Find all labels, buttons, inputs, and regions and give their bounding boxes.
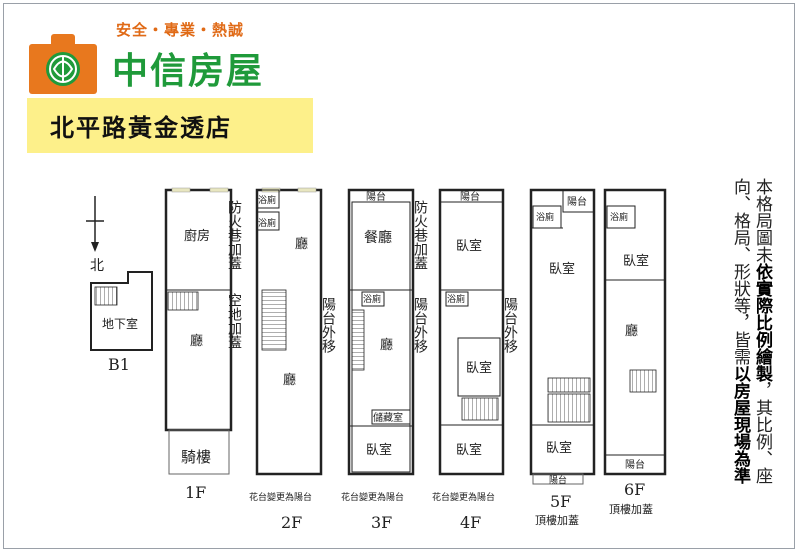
floor-note: 防火巷加蓋 (412, 200, 428, 270)
floor-label-3f: 3F (371, 513, 392, 532)
room-label: 臥室 (456, 238, 482, 254)
room-label: 廳 (625, 323, 638, 339)
floor-footnote: 花台變更為陽台 (341, 491, 404, 503)
room-label: 廳 (190, 333, 203, 349)
room-label: 餐廳 (364, 229, 392, 246)
floor-3f: 陽台 餐廳 浴廁 廳 儲藏室 臥室 花台變更為陽台 3F (341, 188, 415, 532)
room-label: 廳 (295, 236, 308, 252)
floor-note: 防火巷加蓋 (226, 200, 242, 270)
floor-b1: 地下室 B1 (90, 271, 153, 374)
floor-label-5f: 5F (550, 492, 571, 511)
room-label: 臥室 (466, 360, 492, 376)
branch-banner (27, 98, 313, 153)
room-label: 廳 (283, 372, 296, 388)
floor-2f: 浴廁 浴廁 廳 廳 花台變更為陽台 2F (249, 187, 323, 532)
room-label: 浴廁 (610, 211, 628, 223)
floor-note: 陽台外移 (502, 297, 518, 353)
disclaimer-col-2: 向、格局、形狀等，皆需以房屋現場為準 (730, 178, 750, 484)
floor-footnote: 頂樓加蓋 (609, 502, 653, 516)
floor-footnote: 花台變更為陽台 (432, 491, 495, 503)
floor-label-4f: 4F (460, 513, 481, 532)
room-label: 陽台 (366, 190, 386, 203)
company-logo-icon (29, 34, 97, 94)
room-label: 臥室 (456, 442, 482, 458)
floor-label-6f: 6F (624, 480, 645, 499)
branch-name: 北平路黃金透店 (50, 114, 232, 142)
room-label: 陽台 (549, 474, 567, 486)
room-label: 浴廁 (258, 217, 276, 229)
floor-note: 陽台外移 (320, 297, 336, 353)
room-label: 儲藏室 (373, 411, 403, 424)
floor-label-1f: 1F (185, 483, 206, 502)
page-frame (3, 3, 795, 549)
room-label: 臥室 (549, 261, 575, 277)
north-arrow-icon (86, 196, 104, 252)
floor-4f: 陽台 臥室 浴廁 臥室 臥室 花台變更為陽台 4F (432, 188, 505, 532)
floor-label-b1: B1 (108, 355, 130, 374)
floor-5f: 陽台 浴廁 臥室 臥室 陽台 5F 頂樓加蓋 (529, 188, 596, 527)
room-label: 陽台 (567, 195, 587, 208)
floor-note: 陽台外移 (412, 297, 428, 353)
room-label: 廳 (380, 337, 393, 353)
floor-footnote: 花台變更為陽台 (249, 491, 312, 503)
room-label: 廚房 (184, 228, 210, 244)
floor-1f: 廚房 廳 騎樓 1F (164, 187, 233, 502)
brand-slogan: 安全・專業・熱誠 (116, 21, 245, 39)
floor-label-2f: 2F (281, 513, 302, 532)
brand-name: 中信房屋 (112, 51, 265, 92)
room-label: 臥室 (546, 440, 572, 456)
room-label: 陽台 (460, 190, 480, 203)
room-label: 騎樓 (181, 448, 211, 466)
room-label: 陽台 (625, 458, 645, 471)
brand-header (27, 19, 327, 97)
disclaimer-col-1: 本格局圖未依實際比例繪製，其比例、座 (752, 178, 772, 484)
room-label: 臥室 (623, 253, 649, 269)
room-label: 地下室 (102, 316, 138, 331)
floor-note: 空地加蓋 (226, 293, 242, 349)
floor-footnote: 頂樓加蓋 (535, 513, 579, 527)
room-label: 浴廁 (536, 211, 554, 223)
north-label: 北 (90, 258, 104, 274)
floor-6f: 浴廁 臥室 廳 陽台 6F 頂樓加蓋 (603, 188, 667, 516)
room-label: 浴廁 (258, 194, 276, 206)
room-label: 臥室 (366, 442, 392, 458)
room-label: 浴廁 (447, 293, 465, 305)
room-label: 浴廁 (363, 293, 381, 305)
